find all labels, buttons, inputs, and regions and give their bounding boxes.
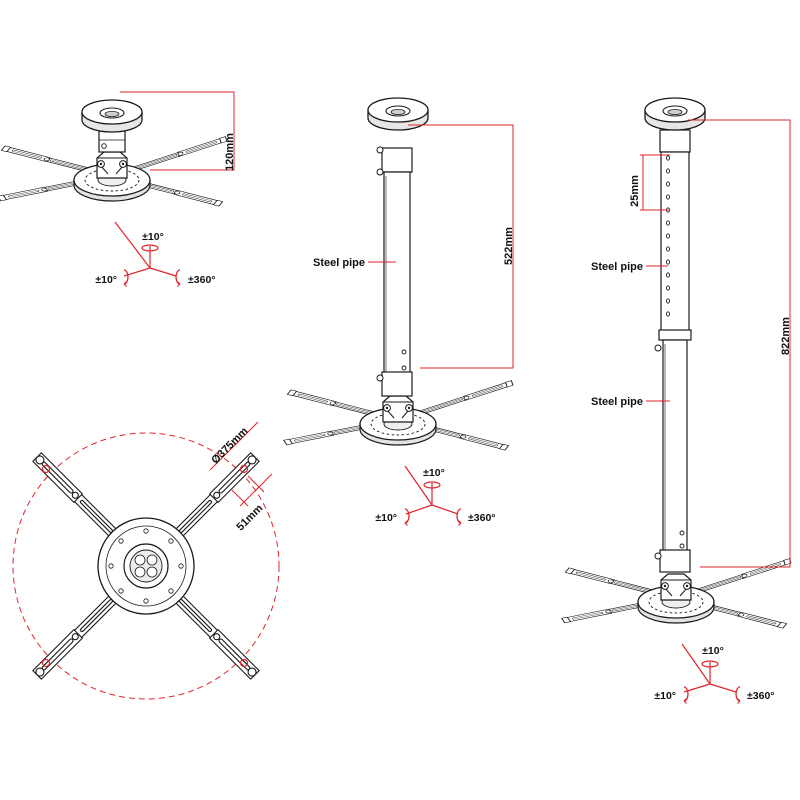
- top-view: Ø375mm 51mm: [12, 421, 280, 700]
- medium-mount-tilt-label: ±10°: [423, 467, 445, 479]
- long-mount-ceiling-plate: [644, 97, 706, 131]
- top-view-center-plate: [97, 517, 195, 615]
- long-mount-length-dimension: 822mm: [688, 119, 792, 568]
- short-mount-stem: [98, 129, 126, 153]
- short-mount-rotate-label: ±360°: [188, 274, 215, 286]
- medium-mount-pipe: [376, 146, 413, 397]
- long-mount-lower-pipe-label: Steel pipe: [591, 396, 643, 408]
- medium-mount-swivel-label: ±10°: [375, 512, 397, 524]
- long-mount-motion-indicators: ±10° ±10° ±360°: [654, 643, 774, 705]
- medium-mount-rotate-label: ±360°: [468, 512, 495, 524]
- medium-mount-view: Steel pipe 522mm ±10° ±10° ±360°: [284, 97, 515, 527]
- short-mount-tilt-label: ±10°: [142, 231, 164, 243]
- top-view-arms: [32, 452, 260, 680]
- short-mount-motion-indicators: ±10° ±10° ±360°: [95, 221, 215, 288]
- long-mount-upper-pipe-label: Steel pipe: [591, 261, 643, 273]
- short-mount-height-dimension: 120mm: [120, 91, 236, 171]
- short-mount-height-label: 120mm: [224, 133, 236, 171]
- long-mount-lower-pipe-callout: Steel pipe: [591, 396, 670, 408]
- short-mount-view: 120mm ±10° ±10° ±360°: [0, 91, 236, 288]
- long-mount-swivel-label: ±10°: [654, 690, 676, 702]
- short-mount-ceiling-plate: [81, 99, 143, 133]
- long-mount-rotate-label: ±360°: [747, 690, 774, 702]
- top-view-arm-width-label: 51mm: [234, 502, 265, 533]
- medium-mount-pipe-label: Steel pipe: [313, 257, 365, 269]
- medium-mount-length-label: 522mm: [503, 227, 515, 265]
- top-view-reach-circle: [12, 432, 280, 700]
- long-mount-hole-spacing-dimension: 25mm: [629, 154, 670, 211]
- medium-mount-pipe-callout: Steel pipe: [313, 257, 396, 269]
- long-mount-pipe: [654, 129, 692, 573]
- medium-mount-motion-indicators: ±10° ±10° ±360°: [375, 465, 495, 527]
- long-mount-upper-pipe-callout: Steel pipe: [591, 261, 668, 273]
- short-mount-swivel-label: ±10°: [95, 274, 117, 286]
- long-mount-tilt-label: ±10°: [702, 645, 724, 657]
- top-view-arm-tips: [41, 464, 249, 668]
- long-mount-length-label: 822mm: [780, 317, 792, 355]
- long-mount-hole-spacing-label: 25mm: [629, 175, 641, 207]
- long-mount-view: 25mm Steel pipe Steel pipe 822mm ±10° ±1…: [562, 97, 792, 705]
- medium-mount-length-dimension: 522mm: [408, 124, 515, 369]
